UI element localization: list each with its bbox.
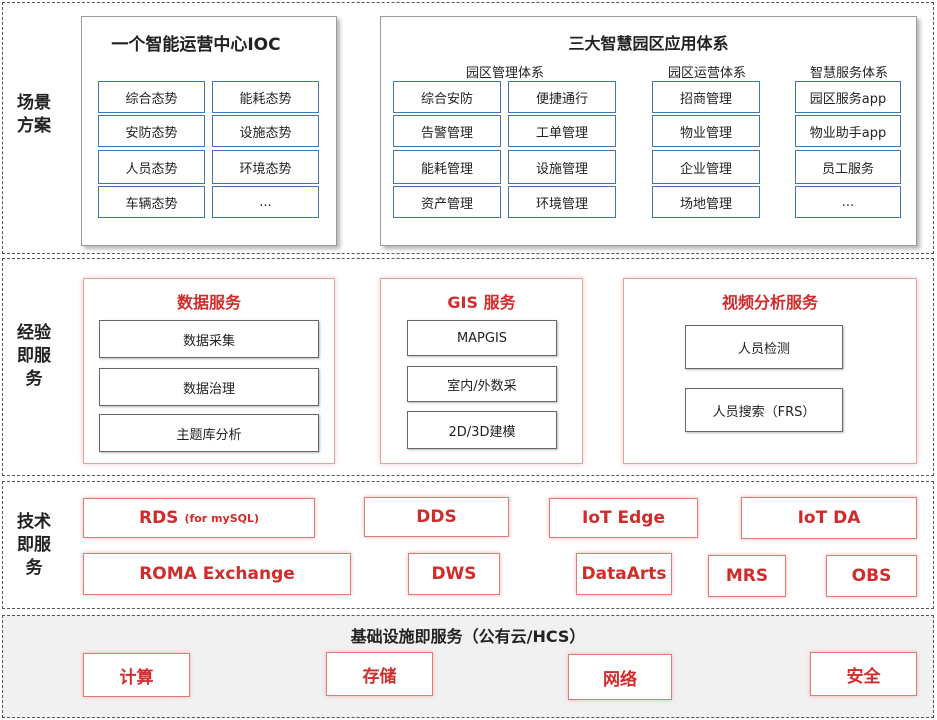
ioc-item[interactable]: 能耗态势 [212, 81, 319, 113]
park-management-item[interactable]: 综合安防 [393, 81, 501, 113]
video-service-panel [623, 278, 917, 464]
park-management-item[interactable]: 工单管理 [508, 115, 616, 147]
park-management-item[interactable]: 能耗管理 [393, 150, 501, 184]
park-management-title: 园区管理体系 [465, 66, 544, 81]
park-service-item[interactable]: ... [795, 186, 901, 218]
ioc-item[interactable]: 环境态势 [212, 150, 319, 184]
park-service-title: 智慧服务体系 [809, 66, 888, 81]
park-service-item[interactable]: 员工服务 [795, 150, 901, 184]
tech-dds-button[interactable]: DDS [364, 497, 509, 537]
park-management-item[interactable]: 环境管理 [508, 186, 616, 218]
park-title: 三大智慧园区应用体系 [568, 34, 729, 53]
park-operation-title: 园区运营体系 [667, 66, 746, 81]
video-service-item[interactable]: 人员搜索（FRS） [685, 388, 843, 432]
infra-storage-button[interactable]: 存储 [326, 652, 433, 696]
ioc-title: 一个智能运营中心IOC [111, 35, 281, 55]
video-service-item[interactable]: 人员检测 [685, 325, 843, 369]
park-management-item[interactable]: 设施管理 [508, 150, 616, 184]
park-operation-item[interactable]: 物业管理 [652, 115, 760, 147]
infra-security-button[interactable]: 安全 [810, 652, 917, 696]
ioc-item[interactable]: 车辆态势 [98, 186, 205, 218]
gis-service-item[interactable]: 2D/3D建模 [407, 411, 557, 449]
scenario-layer-label: 场景方案 [17, 93, 51, 136]
ioc-item[interactable]: 人员态势 [98, 150, 205, 184]
experience-layer [2, 258, 934, 476]
tech-rds-main: RDS [138, 508, 179, 528]
data-service-item[interactable]: 主题库分析 [99, 414, 319, 452]
tech-dataarts-button[interactable]: DataArts [576, 553, 672, 595]
data-service-item[interactable]: 数据采集 [99, 320, 319, 358]
ioc-item[interactable]: 综合态势 [98, 81, 205, 113]
data-service-item[interactable]: 数据治理 [99, 368, 319, 406]
experience-layer-label: 经验即服务 [17, 323, 51, 389]
tech-rds-button[interactable]: RDS (for mySQL) [83, 498, 315, 538]
park-management-item[interactable]: 便捷通行 [508, 81, 616, 113]
park-service-item[interactable]: 园区服务app [795, 81, 901, 113]
ioc-item[interactable]: 安防态势 [98, 115, 205, 147]
gis-service-item[interactable]: 室内/外数采 [407, 366, 557, 402]
park-operation-item[interactable]: 招商管理 [652, 81, 760, 113]
video-service-title: 视频分析服务 [721, 293, 818, 312]
tech-mrs-button[interactable]: MRS [708, 555, 786, 597]
scenario-layer [2, 2, 934, 254]
tech-obs-button[interactable]: OBS [826, 555, 917, 597]
ioc-item[interactable]: 设施态势 [212, 115, 319, 147]
tech-iot-da-button[interactable]: IoT DA [741, 497, 917, 539]
infra-network-button[interactable]: 网络 [568, 654, 672, 700]
park-management-item[interactable]: 资产管理 [393, 186, 501, 218]
park-operation-item[interactable]: 企业管理 [652, 150, 760, 184]
tech-roma-exchange-button[interactable]: ROMA Exchange [83, 553, 351, 595]
tech-iot-edge-button[interactable]: IoT Edge [549, 498, 698, 538]
park-service-item[interactable]: 物业助手app [795, 115, 901, 147]
park-management-item[interactable]: 告警管理 [393, 115, 501, 147]
tech-layer-label: 技术即服务 [17, 512, 51, 578]
infra-compute-button[interactable]: 计算 [83, 653, 190, 697]
gis-service-item[interactable]: MAPGIS [407, 320, 557, 356]
tech-rds-sub: (for mySQL) [184, 511, 260, 525]
tech-dws-button[interactable]: DWS [408, 553, 500, 595]
park-operation-item[interactable]: 场地管理 [652, 186, 760, 218]
gis-service-title: GIS 服务 [447, 293, 516, 312]
infra-title: 基础设施即服务（公有云/HCS） [350, 627, 586, 646]
tech-layer [2, 481, 934, 609]
ioc-item[interactable]: ... [212, 186, 319, 218]
data-service-title: 数据服务 [176, 293, 241, 312]
